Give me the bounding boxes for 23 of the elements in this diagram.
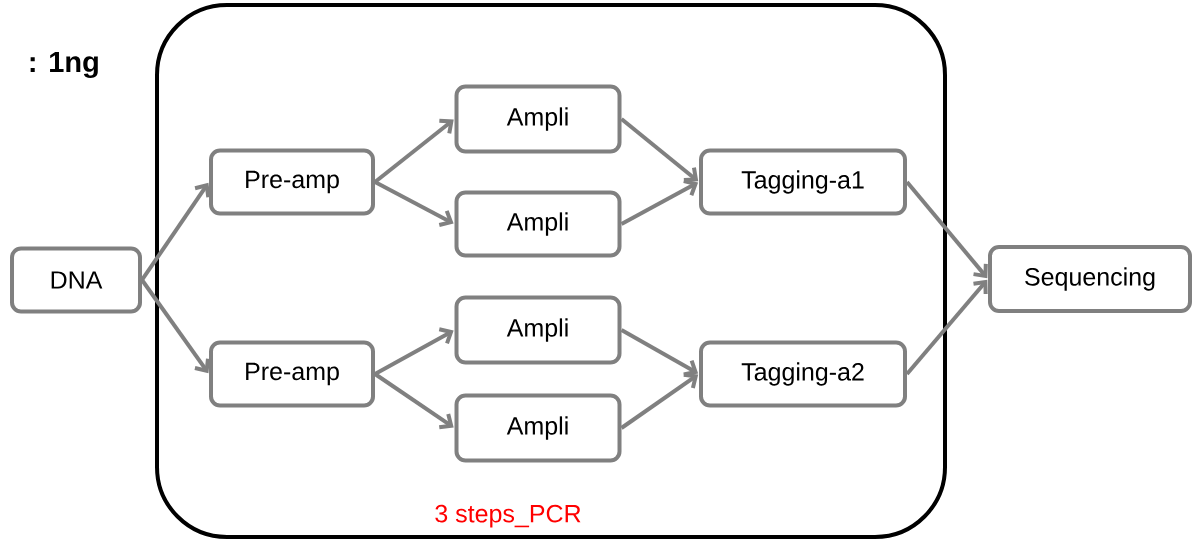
arrow: [140, 182, 211, 282]
process-box: Ampli: [454, 295, 622, 365]
process-box: Tagging-a2: [699, 340, 907, 408]
process-box: Sequencing: [988, 245, 1192, 313]
arrow: [620, 179, 699, 226]
process-box: DNA: [10, 246, 142, 314]
arrow: [905, 180, 988, 279]
arrow: [905, 279, 988, 376]
arrow: [374, 180, 454, 227]
arrow: [620, 117, 699, 182]
arrow: [373, 118, 454, 184]
arrow: [620, 328, 699, 377]
process-box: Ampli: [454, 190, 622, 258]
arrow: [620, 372, 699, 430]
process-box: Ampli: [454, 84, 622, 154]
process-box: Pre-amp: [209, 148, 375, 216]
heading-text: : 1ng: [30, 51, 98, 79]
process-box: Tagging-a1: [699, 148, 907, 216]
arrow: [374, 327, 454, 376]
process-box: Pre-amp: [209, 340, 375, 408]
arrow: [373, 372, 454, 430]
arrow: [140, 278, 210, 374]
process-box: Ampli: [454, 393, 622, 463]
